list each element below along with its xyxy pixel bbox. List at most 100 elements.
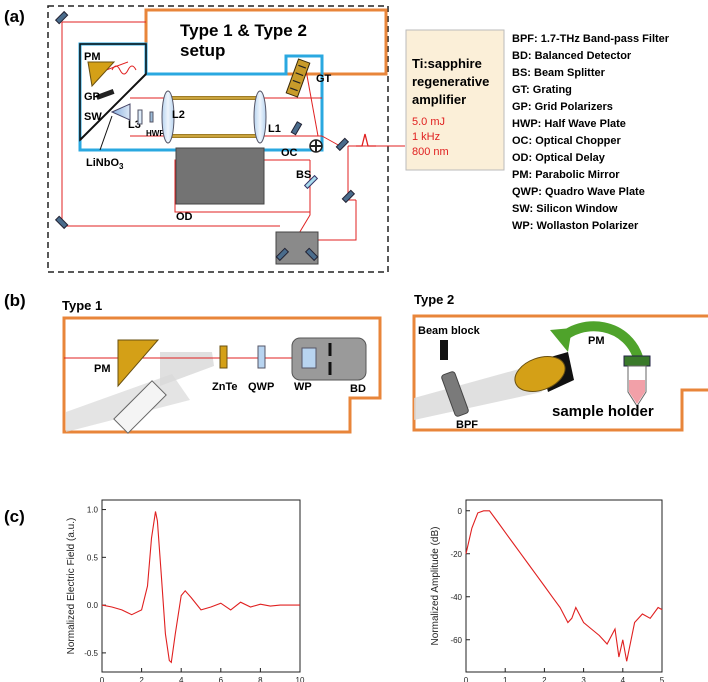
gt-grating-lines [289, 64, 307, 92]
type2-pm-mirror [514, 356, 566, 392]
panel-label-b: (b) [4, 291, 26, 310]
x-tick-label: 4 [621, 676, 626, 682]
sw-label: SW [84, 111, 102, 123]
telescope-rod-bottom [168, 134, 260, 138]
legend-item: HWP: Half Wave Plate [512, 118, 626, 130]
amplifier-spec-energy: 5.0 mJ [412, 116, 445, 128]
x-tick-label: 5 [660, 676, 665, 682]
type1-silicon-window [113, 380, 167, 434]
y-tick-label: -40 [450, 593, 462, 602]
x-tick-label: 10 [296, 676, 305, 682]
amplifier-title-3: amplifier [412, 92, 466, 107]
y-tick-label: 0.5 [87, 553, 99, 562]
x-tick-label: 0 [464, 676, 469, 682]
l3-lens [137, 109, 143, 125]
gp-polarizers [95, 89, 115, 100]
y-tick-label: 0.0 [87, 601, 99, 610]
thz-wave-icon [111, 65, 137, 75]
type1-title: Type 1 [62, 298, 102, 313]
oc-chopper-blades [310, 140, 322, 152]
legend-item: WP: Wollaston Polarizer [512, 220, 639, 232]
legend-item: BD: Balanced Detector [512, 50, 632, 62]
type2-bpf-label: BPF [456, 419, 478, 431]
linbo3-crystal [110, 103, 131, 121]
retro-mirror-right [304, 247, 319, 262]
bs-label: BS [296, 169, 311, 181]
y-tick-label: 0 [458, 507, 463, 516]
type1-wp-polarizer [301, 347, 317, 369]
amplifier-box [405, 29, 505, 171]
series-line [465, 510, 663, 662]
type2-sample-liquid [629, 380, 645, 404]
type2-bpf-filter [441, 371, 469, 417]
y-axis-label: Normalized Amplitude (dB) [430, 527, 441, 646]
legend-item: BS: Beam Splitter [512, 67, 606, 79]
legend-item: OD: Optical Delay [512, 152, 606, 164]
retro-mirror-left [275, 247, 290, 262]
setup-title-line2: setup [180, 41, 225, 60]
plot-frame [101, 499, 301, 673]
type1-bd-label: BD [350, 383, 366, 395]
legend-item: PM: Parabolic Mirror [512, 169, 620, 181]
hwp-label: HWP [146, 129, 165, 138]
gp-label: GP [84, 91, 100, 103]
amplifier-spec-rate: 1 kHz [412, 131, 440, 143]
type2-rotation-arrowhead [550, 328, 572, 352]
pm-label: PM [84, 51, 101, 63]
l1-lens [253, 90, 267, 144]
x-tick-label: 6 [219, 676, 224, 682]
x-tick-label: 0 [100, 676, 105, 682]
telescope-rod-top [168, 96, 260, 100]
y-tick-label: -60 [450, 636, 462, 645]
x-tick-label: 2 [542, 676, 547, 682]
gt-label: GT [316, 73, 332, 85]
panel-label-a: (a) [4, 7, 25, 26]
linbo3-label: LiNbO3 [86, 157, 124, 171]
od-delay-block [175, 147, 265, 205]
hwp-plate [149, 111, 154, 123]
setup-dashed-box [47, 5, 389, 273]
type2-pm-label: PM [588, 335, 605, 347]
linbo3-pointer [99, 115, 113, 151]
type2-frame [412, 314, 708, 432]
source-divider [79, 73, 147, 141]
y-axis-label: Normalized Electric Field (a.u.) [66, 518, 77, 655]
bs-splitter [303, 174, 319, 190]
pm-mirror [87, 61, 116, 88]
amplifier-title-2: regenerative [412, 74, 489, 89]
x-tick-label: 4 [179, 676, 184, 682]
amplifier-title-1: Ti:sapphire [412, 56, 482, 71]
l2-label: L2 [172, 109, 185, 121]
legend-item: GP: Grid Polarizers [512, 101, 613, 113]
retro-stage [275, 231, 319, 265]
legend-item: OC: Optical Chopper [512, 135, 622, 147]
type2-beam-block-label: Beam block [418, 325, 481, 337]
x-tick-label: 3 [581, 676, 586, 682]
l1-label: L1 [268, 123, 281, 135]
legend-item: BPF: 1.7-THz Band-pass Filter [512, 33, 670, 45]
type2-sample-holder-label: sample holder [552, 403, 654, 420]
type1-pm-label: PM [94, 363, 111, 375]
type2-sample-cap [623, 355, 651, 367]
legend-item: QWP: Quadro Wave Plate [512, 186, 645, 198]
type2-beam-block [440, 340, 448, 360]
gt-grating [285, 58, 311, 98]
type2-thz-beam [414, 366, 542, 420]
type1-frame [62, 316, 382, 434]
type1-pm-mirror [117, 339, 160, 388]
oc-label: OC [281, 147, 298, 159]
type2-title: Type 2 [414, 292, 454, 307]
type1-qwp-label: QWP [248, 381, 274, 393]
panel-label-c: (c) [4, 507, 25, 526]
y-tick-label: -20 [450, 550, 462, 559]
type1-wp-label: WP [294, 381, 312, 393]
setup-title-line1: Type 1 & Type 2 [180, 21, 307, 40]
x-tick-label: 2 [139, 676, 144, 682]
amplifier-spec-wavelength: 800 nm [412, 146, 449, 158]
x-tick-label: 8 [258, 676, 263, 682]
plot-frame [465, 499, 663, 673]
y-tick-label: -0.5 [84, 649, 98, 658]
